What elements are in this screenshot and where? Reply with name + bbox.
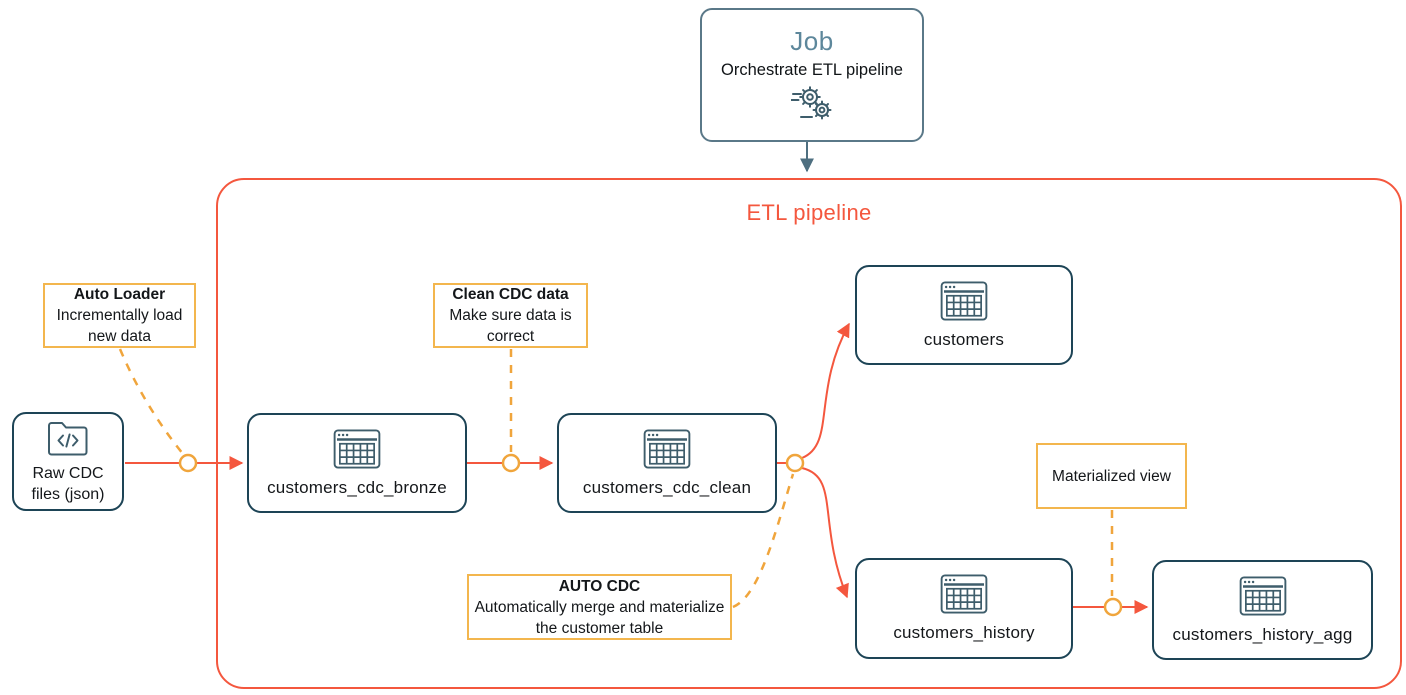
node-customers-cdc-clean: customers_cdc_clean [557,413,777,513]
job-title: Job [790,26,834,56]
annotation-auto-loader: Auto Loader Incrementally load new data [43,283,196,348]
annotation-clean-cdc-data: Clean CDC data Make sure data is correct [433,283,588,348]
node-label: customers_cdc_clean [582,477,752,497]
node-label: customers [923,329,1005,349]
node-label: customers_cdc_bronze [267,477,447,497]
node-label: Raw CDC files (json) [31,464,105,503]
connector-auto-loader [118,348,184,455]
table-icon [643,429,691,469]
node-label: customers_history [893,623,1035,642]
annotation-auto-cdc: AUTO CDC Automatically merge and materia… [467,574,732,640]
junction-ring [178,453,198,473]
annotation-body: Materialized view [1052,467,1171,485]
annotation-body: Incrementally load new data [56,307,183,345]
node-raw-cdc-files: Raw CDC files (json) [12,412,124,511]
annotation-materialized-view: Materialized view [1036,443,1187,509]
table-icon [940,281,988,321]
node-customers-history: customers_history [855,558,1073,659]
job-subtitle: Orchestrate ETL pipeline [721,61,903,79]
job-box: Job Orchestrate ETL pipeline [700,8,924,142]
node-label: customers_history_agg [1172,624,1353,644]
etl-pipeline-label: ETL pipeline [746,200,872,225]
annotation-body: Make sure data is correct [449,307,572,345]
etl-pipeline-container: ETL pipeline [216,178,1402,689]
annotation-body: Automatically merge and materialize the … [474,598,725,637]
annotation-title: Auto Loader [73,286,166,303]
table-icon [1239,576,1287,616]
gears-icon [790,84,833,124]
annotation-title: Clean CDC data [452,286,569,303]
code-folder-icon [45,419,91,457]
node-customers-cdc-bronze: customers_cdc_bronze [247,413,467,513]
table-icon [333,429,381,469]
node-customers: customers [855,265,1073,365]
annotation-title: AUTO CDC [558,577,641,595]
table-icon [940,574,988,614]
node-customers-history-agg: customers_history_agg [1152,560,1373,660]
